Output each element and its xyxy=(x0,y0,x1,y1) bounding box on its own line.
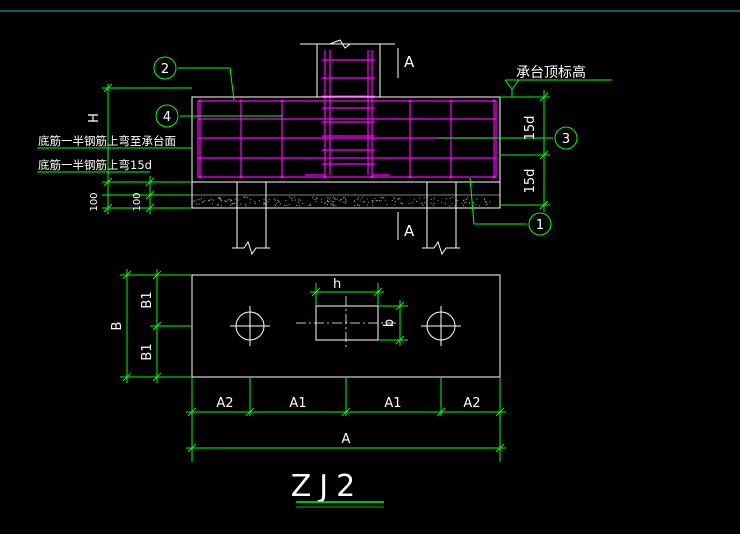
dim-100-a: 100 xyxy=(89,192,100,211)
dim-bend-lower: 15d xyxy=(523,169,538,194)
dim-A2-right: A2 xyxy=(463,396,480,411)
column-rebar xyxy=(305,50,390,176)
section-cut-label-bottom: A xyxy=(404,222,415,240)
dim-B1-top: B1 xyxy=(140,291,155,308)
length-dims xyxy=(186,377,506,462)
column-dims xyxy=(310,283,408,346)
dim-height: H xyxy=(87,113,102,123)
dim-B: B xyxy=(110,322,125,331)
column-outline xyxy=(300,39,395,97)
top-elevation-label: 承台顶标高 xyxy=(516,64,586,81)
dim-total-A: A xyxy=(342,432,351,447)
note-line-1: 底筋一半钢筋上弯至承台面 xyxy=(38,134,176,148)
piles xyxy=(232,181,460,256)
cushion-hatch xyxy=(193,196,491,207)
pile-cap-outline xyxy=(191,96,501,183)
callout-4: 4 xyxy=(163,110,171,125)
callout-leaders xyxy=(178,67,553,225)
callout-1: 1 xyxy=(536,218,544,233)
section-cut-label-top: A xyxy=(404,53,415,71)
dim-column-b: b xyxy=(382,319,397,327)
callout-3: 3 xyxy=(562,132,570,147)
dim-A1-left: A1 xyxy=(289,396,306,411)
dim-A2-left: A2 xyxy=(216,396,233,411)
cap-rebar xyxy=(197,100,497,178)
dim-A1-right: A1 xyxy=(384,396,401,411)
callout-2: 2 xyxy=(161,62,169,77)
width-dims xyxy=(120,269,192,383)
note-line-2: 底筋一半钢筋上弯15d xyxy=(38,158,152,172)
dim-bend-upper: 15d xyxy=(523,116,538,141)
plan-view: h b B B1 B1 xyxy=(110,269,506,462)
dim-column-h: h xyxy=(333,277,341,292)
dim-B1-bottom: B1 xyxy=(140,343,155,360)
callout-circles xyxy=(153,56,578,236)
height-dims xyxy=(37,83,192,214)
dim-100-b: 100 xyxy=(132,192,143,211)
section-view: A A 2 4 3 1 承台顶标高 xyxy=(37,39,612,256)
top-elevation-marker xyxy=(500,79,612,98)
plan-piles xyxy=(230,306,461,346)
drawing-title: ZJ2 xyxy=(291,469,364,504)
rebar-dots xyxy=(198,99,496,179)
bend-dims xyxy=(500,90,550,212)
